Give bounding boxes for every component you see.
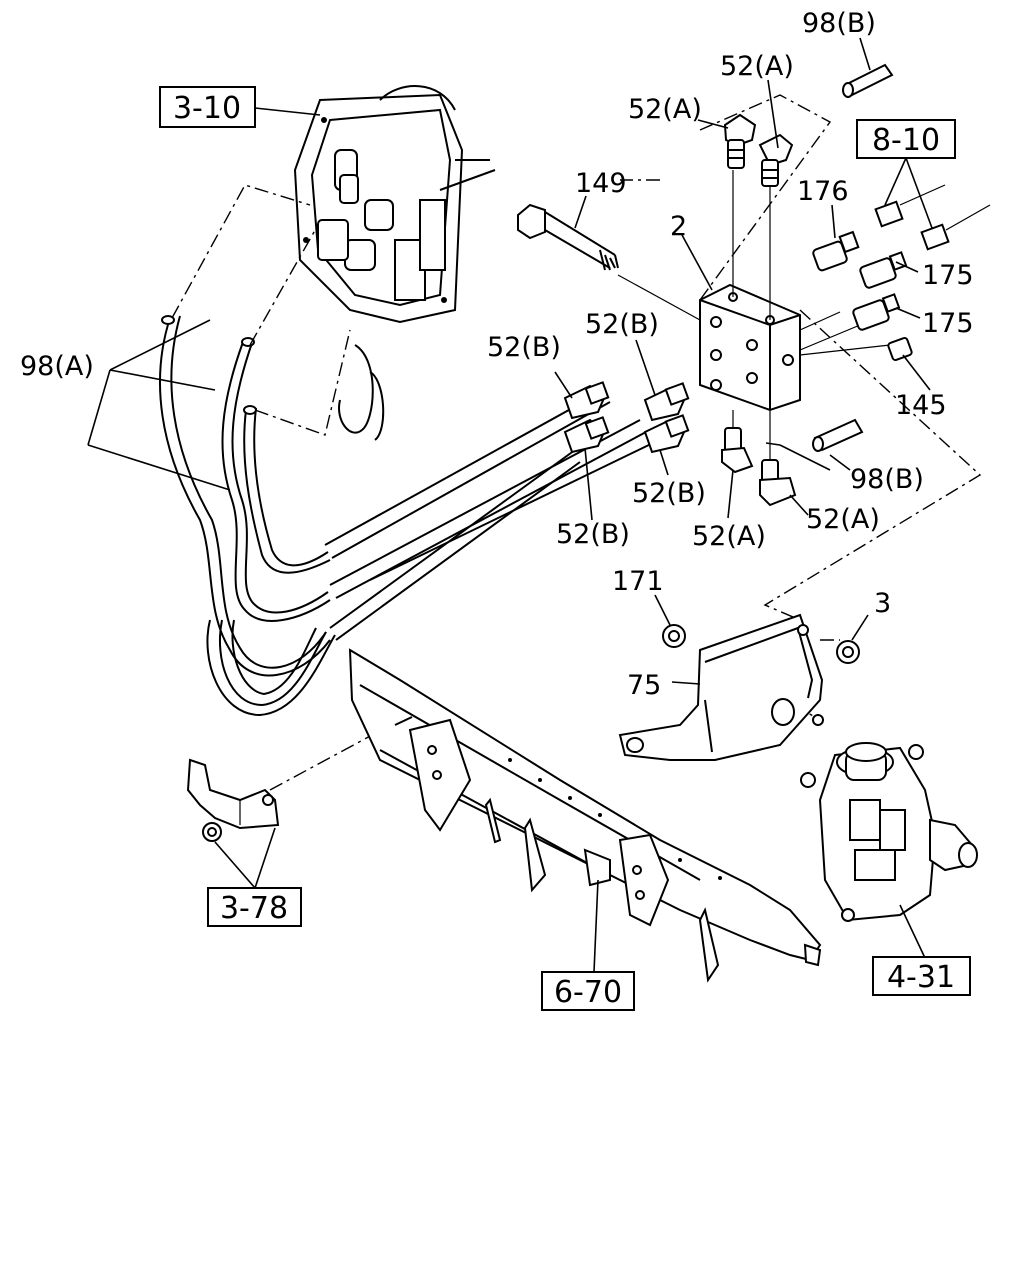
label-52a-bottom-left[interactable]: 52(A) xyxy=(692,521,766,552)
label-2[interactable]: 2 xyxy=(670,211,687,242)
frame-6-70 xyxy=(348,648,822,983)
reference-box-6-70[interactable]: 6-70 xyxy=(541,971,635,1011)
ref-label-8-10: 8-10 xyxy=(872,123,940,158)
ref-label-3-78: 3-78 xyxy=(220,891,288,926)
fitting-52a-top-left xyxy=(723,113,757,169)
fitting-52b-mid xyxy=(643,382,690,422)
connector-8-10 xyxy=(874,184,991,251)
plug-145 xyxy=(887,336,913,362)
sensor-175-upper xyxy=(859,251,908,289)
nut-3 xyxy=(836,640,860,664)
ref-label-3-10: 3-10 xyxy=(173,91,241,126)
ref-label-6-70: 6-70 xyxy=(554,975,622,1010)
fitting-52a-top-right xyxy=(758,133,794,187)
label-149[interactable]: 149 xyxy=(575,168,627,199)
label-175-upper[interactable]: 175 xyxy=(922,260,974,291)
label-171[interactable]: 171 xyxy=(612,566,664,597)
fitting-52b-left xyxy=(563,381,610,420)
nut-171 xyxy=(662,624,686,648)
pipe-98b-mid xyxy=(812,418,864,452)
fitting-52a-bottom-right xyxy=(759,459,797,507)
sensor-175-lower xyxy=(852,293,901,331)
fitting-52b-bottom xyxy=(643,414,690,454)
label-175-lower[interactable]: 175 xyxy=(922,308,974,339)
label-98a[interactable]: 98(A) xyxy=(20,351,94,382)
leader-lines xyxy=(87,37,933,973)
bracket-75 xyxy=(618,613,824,761)
label-75[interactable]: 75 xyxy=(627,670,661,701)
reference-box-3-10[interactable]: 3-10 xyxy=(159,86,256,128)
valve-assembly-3-10 xyxy=(293,85,496,324)
label-52b-bottom[interactable]: 52(B) xyxy=(556,519,630,550)
pipe-bundle-98a xyxy=(159,315,656,717)
pump-4-31 xyxy=(800,742,978,922)
label-52b-lower[interactable]: 52(B) xyxy=(632,478,706,509)
label-52a-top-right[interactable]: 52(A) xyxy=(720,51,794,82)
label-98b-top[interactable]: 98(B) xyxy=(802,8,876,39)
label-145[interactable]: 145 xyxy=(895,390,947,421)
sensor-176 xyxy=(812,230,860,272)
reference-box-3-78[interactable]: 3-78 xyxy=(207,887,302,927)
fitting-52b-lower xyxy=(563,416,610,454)
part-labels: 98(B) 52(A) 52(A) 149 176 2 175 175 145 … xyxy=(20,8,974,701)
fitting-52a-bottom-left xyxy=(721,427,754,474)
pipe-98b-top xyxy=(842,63,894,98)
label-98b-mid[interactable]: 98(B) xyxy=(850,464,924,495)
label-52b-mid[interactable]: 52(B) xyxy=(585,309,659,340)
ref-label-4-31: 4-31 xyxy=(887,960,955,995)
reference-box-8-10[interactable]: 8-10 xyxy=(856,119,956,159)
label-52b-left[interactable]: 52(B) xyxy=(487,332,561,363)
label-3[interactable]: 3 xyxy=(874,588,891,619)
bolt-149 xyxy=(517,203,619,271)
label-52a-top-left[interactable]: 52(A) xyxy=(628,94,702,125)
bracket-3-78 xyxy=(186,758,280,842)
reference-box-4-31[interactable]: 4-31 xyxy=(872,956,971,996)
label-176[interactable]: 176 xyxy=(797,176,849,207)
junction-block-2 xyxy=(617,170,891,460)
label-52a-bottom-right[interactable]: 52(A) xyxy=(806,504,880,535)
